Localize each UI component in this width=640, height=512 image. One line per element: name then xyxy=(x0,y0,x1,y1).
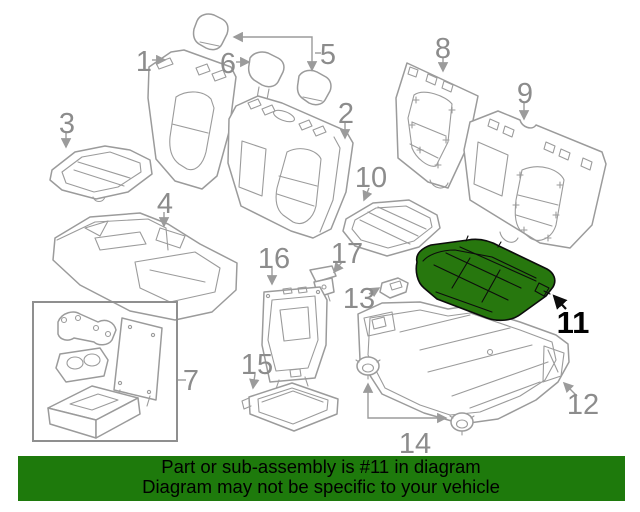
leader-5 xyxy=(232,31,318,72)
part-15-storage-tray xyxy=(241,382,339,432)
banner-background xyxy=(18,456,625,501)
part-label-17: 17 xyxy=(331,238,363,270)
part-11-body xyxy=(415,238,556,322)
part-label-4: 4 xyxy=(157,188,173,220)
leader-17 xyxy=(333,261,344,274)
part-16-back-panel xyxy=(261,286,328,390)
banner-line-2: Diagram may not be specific to your vehi… xyxy=(142,476,500,497)
part-7-box-frame xyxy=(32,301,178,442)
leader-12 xyxy=(562,381,578,397)
part-label-16: 16 xyxy=(258,243,290,275)
part-label-10: 10 xyxy=(355,162,387,194)
part-label-8: 8 xyxy=(435,33,451,65)
part-4-seat-cushion xyxy=(52,212,238,321)
leader-13 xyxy=(368,287,381,298)
part-7-armrest-assembly xyxy=(32,301,178,442)
banner-line-1: Part or sub-assembly is #11 in diagram xyxy=(161,456,480,477)
part-label-15: 15 xyxy=(241,349,273,381)
part-8-seat-back-frame xyxy=(395,62,479,189)
part-label-5: 5 xyxy=(320,39,336,71)
part-1-seat-back-cushion xyxy=(147,49,237,190)
part-label-3: 3 xyxy=(59,108,75,140)
leader-lines xyxy=(60,31,578,424)
part-labels: 1 6 5 8 9 2 3 10 4 16 17 13 15 7 12 14 1… xyxy=(59,33,599,460)
part-3-cushion-pad xyxy=(49,145,153,203)
part-label-2: 2 xyxy=(338,98,354,130)
part-label-1: 1 xyxy=(136,46,152,78)
leader-10 xyxy=(362,187,373,202)
part-9-seat-back-frame xyxy=(463,110,607,249)
highlight-banner: Part or sub-assembly is #11 in diagram D… xyxy=(18,456,625,501)
part-label-12: 12 xyxy=(567,389,599,421)
part-11-highlighted-cushion-pad xyxy=(415,235,556,322)
leader-11-highlight xyxy=(552,294,568,310)
part-14-grommet-right xyxy=(449,412,475,436)
part-14-grommet-left xyxy=(355,356,381,380)
part-13-bracket xyxy=(379,277,409,299)
part-label-7: 7 xyxy=(183,365,199,397)
part-2-seat-back-cushion xyxy=(227,95,354,239)
leader-15 xyxy=(249,373,260,390)
part-label-13: 13 xyxy=(343,283,375,315)
part-5-headrest-left xyxy=(192,13,229,51)
part-10-cushion-pad xyxy=(342,199,441,257)
part-label-6: 6 xyxy=(220,48,236,80)
part-12-seat-base-frame xyxy=(357,301,570,425)
leader-14 xyxy=(362,382,448,424)
part-label-14: 14 xyxy=(399,428,431,460)
part-label-9: 9 xyxy=(517,78,533,110)
part-5-headrest-right xyxy=(296,69,332,106)
part-label-11-highlighted: 11 xyxy=(557,305,590,340)
